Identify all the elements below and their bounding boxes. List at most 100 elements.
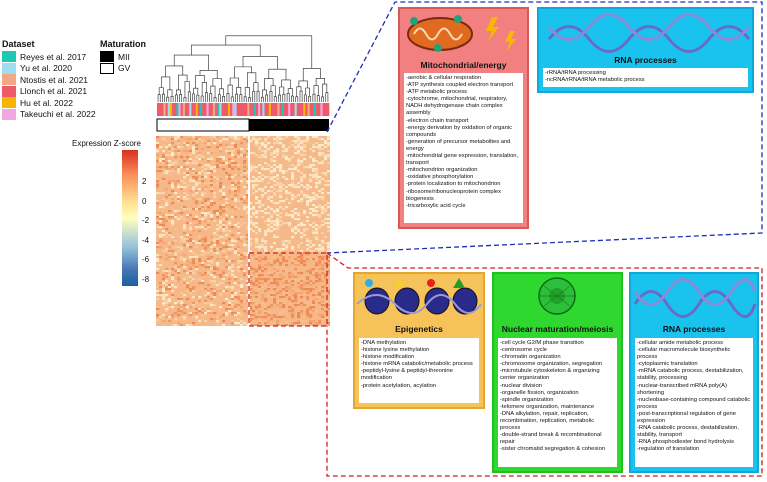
- process-item: -microtubule cytoskeleton & organizing c…: [500, 368, 600, 382]
- mito-header: [400, 9, 527, 59]
- dataset-legend-item: Yu et al. 2020: [2, 62, 97, 75]
- mito-list: -aerobic & cellular respiration-ATP synt…: [406, 75, 521, 210]
- process-item: -telomere organization, maintenance: [500, 403, 595, 410]
- process-item: -protein acetylation, acylation: [361, 382, 437, 389]
- process-item: -nuclear division: [500, 382, 542, 389]
- legend-label: Takeuchi et al. 2022: [20, 109, 96, 120]
- rna-header-upper: [539, 9, 752, 53]
- process-item: -ribosome/ribonucleoprotein complex biog…: [406, 188, 502, 202]
- process-item: -chromatin organization: [500, 354, 561, 361]
- annotation-bars: [156, 103, 330, 132]
- epi-header: [355, 274, 483, 318]
- maturation-legend-item: MII: [100, 51, 160, 63]
- nucleus-icon: [538, 277, 576, 315]
- legend-label: GV: [118, 63, 131, 74]
- rna-header-lower: [631, 274, 757, 320]
- legend-swatch: [100, 62, 114, 74]
- rna-upper-list: -rRNA/tRNA processing-ncRNA/rRNA/tRNA me…: [545, 70, 746, 84]
- process-item: -RNA catabolic process, destabilization,…: [637, 425, 739, 439]
- epi-title: Epigenetics: [395, 324, 443, 334]
- process-item: -generation of precursor metabolites and…: [406, 138, 511, 152]
- process-item: -rRNA/tRNA processing: [545, 70, 606, 76]
- process-item: -aerobic & cellular respiration: [406, 75, 482, 81]
- upper-cluster-dash: [326, 1, 763, 254]
- epi-list: -DNA methylation-histone lysine methylat…: [361, 340, 477, 390]
- legend-swatch: [2, 97, 16, 109]
- legend-label: Yu et al. 2020: [20, 63, 72, 74]
- legend-swatch: [100, 51, 114, 63]
- process-item: -double-strand break & recombinational r…: [500, 432, 602, 446]
- process-item: -cytochrome, mitochondrial, respiratory,…: [406, 96, 508, 117]
- mito-panel: Mitochondrial/energy processes -aerobic …: [398, 7, 529, 229]
- process-item: -ATP synthesis coupled electron transpor…: [406, 82, 514, 89]
- lower-cluster-callout: [248, 252, 763, 477]
- dataset-legend-item: Takeuchi et al. 2022: [2, 108, 97, 121]
- legend-label: Reyes et al. 2017: [20, 51, 87, 62]
- nuc-header: [494, 274, 621, 320]
- mitochondrion-icon: [407, 15, 516, 52]
- process-item: -protein localization to mitochondrion: [406, 181, 501, 188]
- maturation-legend-item: GV: [100, 62, 160, 75]
- process-item: -mitochondrial gene expression, translat…: [406, 153, 519, 167]
- process-item: -organelle fission, organization: [500, 389, 579, 396]
- epigenetics-panel: Epigenetics -DNA methylation-histone lys…: [353, 272, 485, 409]
- zscore-tick: -2: [142, 216, 150, 225]
- process-item: -nuclear-transcribed mRNA poly(A) shorte…: [637, 382, 727, 396]
- process-item: -chromosome organization, segregation: [500, 361, 603, 368]
- process-item: -electron chain transport: [406, 117, 469, 124]
- zscore-tick: -6: [142, 255, 150, 264]
- process-item: -post-transcriptional regulation of gene…: [637, 410, 736, 425]
- process-item: -tricarboxylic acid cycle: [406, 202, 466, 209]
- process-item: -nucleobase-containing compound cataboli…: [637, 396, 751, 410]
- process-item: -cytoplasmic translation: [637, 361, 698, 368]
- process-item: -spindle organization: [500, 396, 554, 403]
- nuclear-panel: Nuclear maturation/meiosis -cell cycle G…: [492, 272, 623, 473]
- process-item: -cell cycle G2/M phase transition: [500, 340, 584, 346]
- process-item: -ncRNA/rRNA/tRNA metabolic process: [545, 77, 645, 84]
- rna-panel-upper: RNA processes -rRNA/tRNA processing-ncRN…: [537, 7, 754, 93]
- dataset-legend-item: Ntostis et al. 2021: [2, 74, 97, 86]
- legend-label: Hu et al. 2022: [20, 97, 73, 108]
- process-item: -ATP metabolic process: [406, 89, 467, 96]
- process-item: -energy derivation by oxidation of organ…: [406, 124, 513, 138]
- legend-label: Llonch et al. 2021: [20, 86, 88, 97]
- process-item: -oxidative phosphorylation: [406, 174, 474, 181]
- nuc-title: Nuclear maturation/meiosis: [501, 324, 614, 334]
- dataset-legend-title: Dataset: [2, 39, 35, 49]
- legend-label: Ntostis et al. 2021: [20, 74, 89, 85]
- dendrogram: [157, 35, 329, 102]
- nucleosome-icon: [356, 278, 482, 315]
- dataset-legend-item: Llonch et al. 2021: [2, 85, 97, 98]
- nuc-list: -cell cycle G2/M phase transition-centro…: [500, 340, 615, 454]
- process-item: -DNA alkylation, repair, replication, re…: [500, 410, 595, 432]
- process-item: -histone mRNA catabolic/metabolic proces…: [361, 361, 473, 368]
- rna-helix-icon-lower: [633, 278, 757, 318]
- process-item: -cellular amide metabolic process: [637, 340, 724, 346]
- process-item: -DNA methylation: [361, 340, 407, 346]
- upper-cluster-callout: [326, 1, 763, 254]
- process-item: -sister chromatid segregation & cohesion: [500, 446, 606, 453]
- process-item: -histone lysine methylation: [361, 347, 430, 354]
- rna-title-lower: RNA processes: [662, 324, 726, 334]
- process-item: -regulation of translation: [637, 446, 700, 453]
- zscore-colorbar: [122, 150, 138, 286]
- lower-cluster-box: [248, 252, 328, 327]
- legend-label: MII: [118, 51, 130, 62]
- lower-cluster-dash: [326, 252, 763, 477]
- process-item: -RNA phosphodiester bond hydrolysis: [637, 439, 734, 446]
- legend-swatch: [2, 85, 16, 97]
- dataset-legend-item: Reyes et al. 2017: [2, 51, 97, 63]
- dataset-legend-item: Hu et al. 2022: [2, 97, 97, 109]
- process-item: -mRNA catabolic process, destabilization…: [637, 368, 744, 382]
- rna-helix-icon: [547, 13, 751, 53]
- process-item: -centrosome cycle: [500, 347, 548, 354]
- process-item: -peptidyl-lysine & peptidyl-threonine mo…: [361, 368, 453, 382]
- legend-swatch: [2, 62, 16, 74]
- zscore-tick: 0: [142, 196, 147, 206]
- legend-swatch: [2, 51, 16, 63]
- process-item: -mitochondrion organization: [406, 167, 478, 174]
- rna-panel-lower: RNA processes -cellular amide metabolic …: [629, 272, 759, 473]
